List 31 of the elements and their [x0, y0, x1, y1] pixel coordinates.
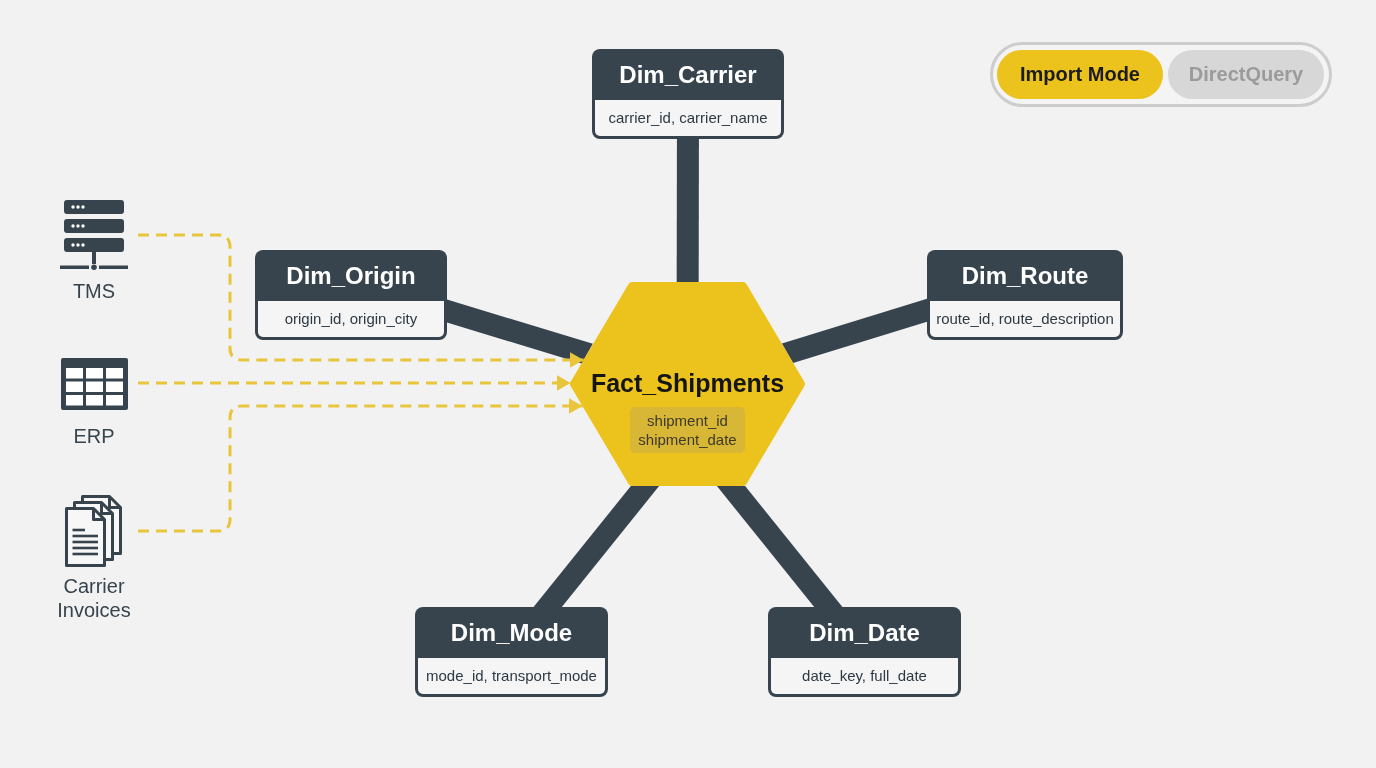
- source-label: TMS: [71, 279, 117, 303]
- fact-table-hexagon: [570, 282, 805, 486]
- table-title: Dim_Mode: [449, 618, 574, 648]
- table-title: Dim_Date: [808, 618, 921, 648]
- table-card: [768, 607, 961, 697]
- source-label: Carrier Invoices: [56, 574, 132, 622]
- relationship-line: [676, 139, 699, 282]
- table-title: Dim_Origin: [285, 261, 417, 291]
- field-list: route_id, route_description: [930, 301, 1120, 337]
- table-title: Fact_Shipments: [589, 368, 786, 398]
- data-flow-arrow: [138, 398, 583, 533]
- toggle-option: DirectQuery: [1168, 50, 1324, 99]
- field-list: origin_id, origin_city: [258, 301, 444, 337]
- field-list: mode_id, transport_mode: [418, 658, 605, 694]
- source-label: ERP: [72, 424, 116, 448]
- relationship-line: [533, 486, 660, 607]
- relationship-line: [781, 298, 927, 363]
- table-card: [927, 250, 1123, 340]
- field-list: carrier_id, carrier_name: [595, 100, 781, 136]
- data-flow-arrow: [138, 233, 584, 368]
- relationship-line: [447, 299, 593, 364]
- field-list: date_key, full_date: [771, 658, 958, 694]
- table-title: Dim_Route: [960, 261, 1090, 291]
- table-card: [415, 607, 608, 697]
- table-title: Dim_Carrier: [618, 60, 758, 90]
- table-card: [592, 49, 784, 139]
- data-flow-arrow: [138, 375, 571, 391]
- table-card: [255, 250, 447, 340]
- relationship-line: [716, 486, 843, 607]
- active-toggle-option: Import Mode: [997, 50, 1163, 99]
- field-list: shipment_id shipment_date: [630, 407, 745, 453]
